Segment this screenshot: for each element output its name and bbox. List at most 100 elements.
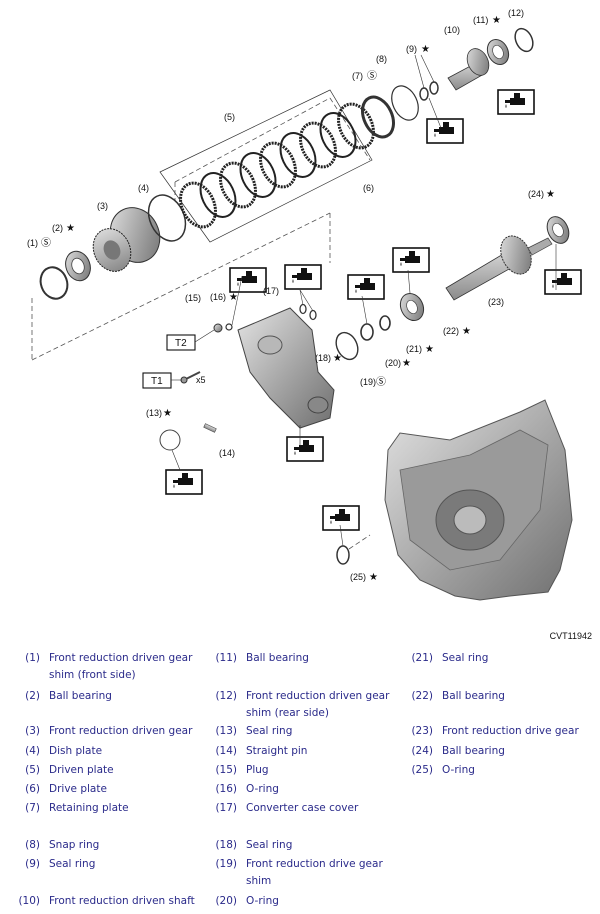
callout-3: (3) (97, 201, 108, 211)
seal-rings-18 (299, 303, 317, 321)
torque-box-t2: T2 (166, 329, 215, 351)
legend-text: Snap ring (49, 839, 100, 851)
leader-lines (171, 54, 557, 547)
drive-gear-shim (335, 331, 359, 361)
lubricant-icon (497, 89, 535, 115)
figure-code: CVT11942 (549, 631, 592, 641)
legend-number: (20) (215, 895, 237, 907)
star-icon: ★ (229, 292, 238, 303)
seal-rings-9 (419, 81, 439, 101)
o-ring-20 (360, 323, 374, 341)
legend-number: (5) (25, 764, 40, 776)
legend-number: (7) (25, 802, 40, 814)
replace-icon: Ⓢ (376, 376, 386, 388)
plug (213, 323, 223, 333)
callout-13: (13) (146, 408, 162, 418)
legend-text: Ball bearing (442, 690, 505, 702)
transmission-case (384, 399, 573, 601)
rear-shim (514, 27, 534, 53)
callout-20: (20) (385, 358, 401, 368)
front-reduction-driven-gear (92, 207, 161, 272)
legend-number: (21) (411, 652, 433, 664)
callout-11: (11) (473, 15, 488, 25)
qty-label: x5 (196, 375, 206, 385)
o-ring-25 (336, 545, 350, 565)
converter-case-cover (237, 307, 335, 429)
lubricant-icon (165, 469, 203, 495)
front-reduction-driven-shaft (447, 48, 490, 91)
lubricant-icon (347, 274, 385, 300)
snap-ring (391, 85, 419, 121)
legend-number: (15) (215, 764, 237, 776)
legend-number: (19) (215, 858, 237, 870)
dish-plate (147, 194, 187, 242)
legend-number: (3) (25, 725, 40, 737)
legend-text: Seal ring (246, 725, 293, 737)
star-icon: ★ (333, 353, 342, 364)
callout-9: (9) (406, 44, 417, 54)
callout-22: (22) (443, 326, 459, 336)
front-shim (39, 266, 69, 300)
callout-6: (6) (363, 183, 374, 193)
seal-ring-13 (159, 429, 181, 451)
legend-text: Seal ring (49, 858, 96, 870)
front-reduction-drive-gear (445, 235, 553, 301)
legend-text: Dish plate (49, 745, 103, 757)
legend-text: Front reduction driven gear shim (front … (49, 652, 193, 681)
legend-number: (11) (215, 652, 237, 664)
legend-number: (6) (25, 783, 40, 795)
star-icon: ★ (66, 223, 75, 234)
lubricant-icon (286, 436, 324, 462)
legend-number: (22) (411, 690, 433, 702)
legend-number: (9) (25, 858, 40, 870)
ball-bearing-rear (486, 38, 510, 66)
star-icon: ★ (421, 44, 430, 55)
legend-text: Seal ring (246, 839, 293, 851)
ball-bearing-24 (546, 216, 570, 244)
legend-text: Retaining plate (49, 802, 129, 814)
bolt (180, 371, 201, 384)
callout-5: (5) (224, 112, 235, 122)
legend-text: Seal ring (442, 652, 489, 664)
callout-8: (8) (376, 54, 387, 64)
callout-1: (1) (27, 238, 38, 248)
legend-number: (25) (411, 764, 433, 776)
ball-bearing-front (65, 250, 91, 282)
lubricant-icon (392, 247, 430, 273)
star-icon: ★ (462, 326, 471, 337)
callout-17: (17) (263, 286, 279, 296)
callout-7: (7) (352, 71, 363, 81)
o-ring-16 (225, 323, 233, 331)
callout-4: (4) (138, 183, 149, 193)
legend-number: (18) (215, 839, 237, 851)
legend-text: Front reduction driven gear shim (rear s… (246, 690, 390, 719)
legend-text: O-ring (442, 764, 475, 776)
callout-12: (12) (508, 8, 524, 18)
star-icon: ★ (492, 15, 501, 26)
lubricant-icon (322, 505, 360, 531)
reference-marks: Ⓢ ★ Ⓢ ★ ★ ★ ★ ★ Ⓢ ★ ★ ★ ★ ★ (41, 15, 555, 583)
legend-number: (8) (25, 839, 40, 851)
legend-number: (12) (215, 690, 237, 702)
clutch-pack-box (159, 89, 373, 243)
legend-number: (10) (18, 895, 40, 907)
ball-bearing-22 (399, 292, 425, 322)
replace-icon: Ⓢ (41, 237, 51, 249)
torque-label-t2: T2 (175, 338, 187, 349)
legend-number: (14) (215, 745, 237, 757)
star-icon: ★ (163, 408, 172, 419)
legend-text: O-ring (246, 783, 279, 795)
legend-number: (24) (411, 745, 433, 757)
legend-text: Front reduction drive gear (442, 725, 579, 737)
legend-text: Front reduction driven gear (49, 725, 193, 737)
lubricant-icon (544, 269, 582, 295)
legend-text: Ball bearing (246, 652, 309, 664)
callout-18: (18) (315, 353, 331, 363)
star-icon: ★ (402, 358, 411, 369)
legend-number: (1) (25, 652, 40, 664)
legend-text: Drive plate (49, 783, 107, 795)
callout-25: (25) (350, 572, 366, 582)
callout-2: (2) (52, 223, 63, 233)
legend-text: Ball bearing (49, 690, 112, 702)
legend-text: Driven plate (49, 764, 114, 776)
